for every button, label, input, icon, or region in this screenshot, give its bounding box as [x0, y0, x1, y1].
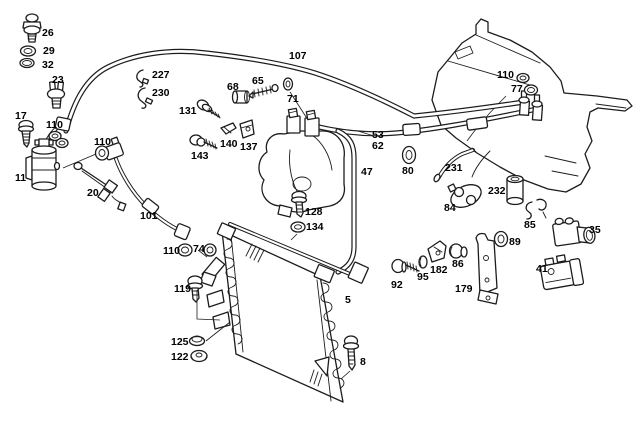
part-label-nut-122: 122: [171, 351, 189, 363]
hose-101: [103, 136, 191, 241]
engine-port-fittings: [518, 90, 544, 121]
screw-17-part: [17, 119, 35, 148]
part-label-o-ring-110-d: 110: [497, 69, 514, 81]
grommet-89-part: [493, 230, 509, 248]
grommet-80-part: [401, 145, 417, 165]
part-label-bracket-182: 182: [430, 264, 448, 276]
clip-85-part: [525, 198, 547, 220]
temp-switch-23-part: [46, 81, 66, 109]
leader-lines: [62, 91, 375, 380]
part-label-o-ring-74: 74: [193, 243, 205, 255]
part-label-damper-86: 86: [452, 258, 464, 270]
part-label-washer-134: 134: [306, 221, 324, 233]
part-label-valve-65: 65: [252, 75, 264, 87]
o-ring-110-b-part: [94, 145, 110, 161]
o-ring-110-a-part: [48, 130, 69, 149]
part-label-grommet-80: 80: [402, 165, 414, 177]
part-label-bolt-53: 53: [372, 129, 384, 141]
part-label-clip-230: 230: [152, 87, 170, 99]
o-ring-74-part: [203, 243, 217, 257]
sensor-20-part: [73, 161, 127, 212]
washer-95-part: [418, 255, 428, 269]
part-label-screw-8: 8: [360, 356, 366, 368]
clip-230-part: [137, 87, 154, 109]
receiver-drier-11-part: [25, 138, 61, 191]
screw-143-part: [189, 134, 218, 150]
drier-cartridge-232-part: [506, 174, 524, 206]
condenser-hatch-marks: [245, 243, 323, 387]
part-label-o-ring-110-b: 110: [94, 136, 111, 148]
o-ring-110-c-part: [177, 243, 193, 257]
part-label-pressure-switch-26: 26: [42, 27, 54, 39]
part-label-bolt-92: 92: [391, 279, 403, 291]
part-label-sleeve-68: 68: [227, 81, 239, 93]
valve-65-part: [248, 83, 279, 99]
condenser-rail-tube: [228, 222, 369, 284]
condenser: [206, 222, 345, 403]
screw-8-part: [342, 335, 360, 371]
part-label-hose-101: 101: [140, 210, 158, 222]
part-label-screw-143: 143: [191, 150, 209, 162]
nut-122-part: [190, 349, 208, 363]
valve-41-part: [539, 254, 585, 291]
compressor-engine-hose: [316, 106, 540, 137]
o-ring-77-part: [523, 84, 539, 96]
part-label-o-ring-77: 77: [511, 83, 523, 95]
part-label-receiver-drier-11: 11: [15, 172, 27, 184]
part-label-screw-131: 131: [179, 105, 197, 117]
part-label-drier-cartridge-232: 232: [488, 185, 506, 197]
part-label-bracket-137: 137: [240, 141, 258, 153]
bolt-128-part: [290, 190, 308, 218]
clamp-140-part: [220, 122, 237, 135]
part-label-clip-227: 227: [152, 69, 170, 81]
o-ring-32-part: [19, 57, 35, 69]
part-label-bolt-119: 119: [174, 283, 191, 295]
part-label-grommet-89: 89: [509, 236, 521, 248]
hose-107: [63, 48, 527, 134]
pressure-switch-26-part: [22, 13, 42, 43]
part-label-sensor-20: 20: [87, 187, 99, 199]
part-label-washer-95: 95: [417, 271, 429, 283]
part-label-clamp-140: 140: [220, 138, 238, 150]
screw-131-part: [196, 99, 221, 119]
part-label-o-ring-110-c: 110: [163, 245, 180, 257]
part-label-hose-107: 107: [289, 50, 307, 62]
o-ring-110-d-part: [516, 72, 530, 84]
compressor: [258, 107, 346, 218]
part-label-o-ring-32: 32: [42, 59, 54, 71]
part-label-nut-125: 125: [171, 336, 189, 348]
part-label-o-ring-110-a: 110: [46, 119, 63, 131]
bracket-84-part: [447, 183, 482, 208]
expansion-valve-35-part: [552, 217, 596, 247]
part-label-seal-ring-29: 29: [43, 45, 55, 57]
part-label-bracket-179: 179: [455, 283, 473, 295]
part-label-screw-17: 17: [15, 110, 27, 122]
part-label-bracket-84: 84: [444, 202, 456, 214]
part-label-pipe-231: 231: [445, 162, 463, 174]
bracket-179-part: [475, 232, 499, 305]
bolt-92-part: [391, 258, 420, 274]
washer-134-part: [290, 221, 306, 233]
part-label-hose-47: 47: [361, 166, 373, 178]
part-label-bolt-128: 128: [305, 206, 323, 218]
part-label-o-ring-71: 71: [287, 93, 299, 105]
seal-ring-29-part: [19, 45, 37, 57]
damper-86-part: [448, 243, 468, 259]
sleeve-68-part: [231, 90, 250, 104]
clip-227-part: [136, 69, 150, 88]
part-label-expansion-valve-35: 35: [589, 224, 601, 236]
bracket-182-part: [427, 240, 447, 263]
bracket-137-part: [239, 119, 255, 139]
part-label-washer-62: 62: [372, 140, 384, 152]
part-label-clip-85: 85: [524, 219, 536, 231]
o-ring-71-part: [282, 77, 294, 91]
part-label-valve-41: 41: [536, 263, 548, 275]
pipe-231: [433, 147, 477, 183]
part-label-condenser-5: 5: [345, 294, 351, 306]
part-label-temp-switch-23: 23: [52, 74, 64, 86]
nut-125-part: [188, 335, 206, 347]
hose-47: [313, 128, 357, 284]
